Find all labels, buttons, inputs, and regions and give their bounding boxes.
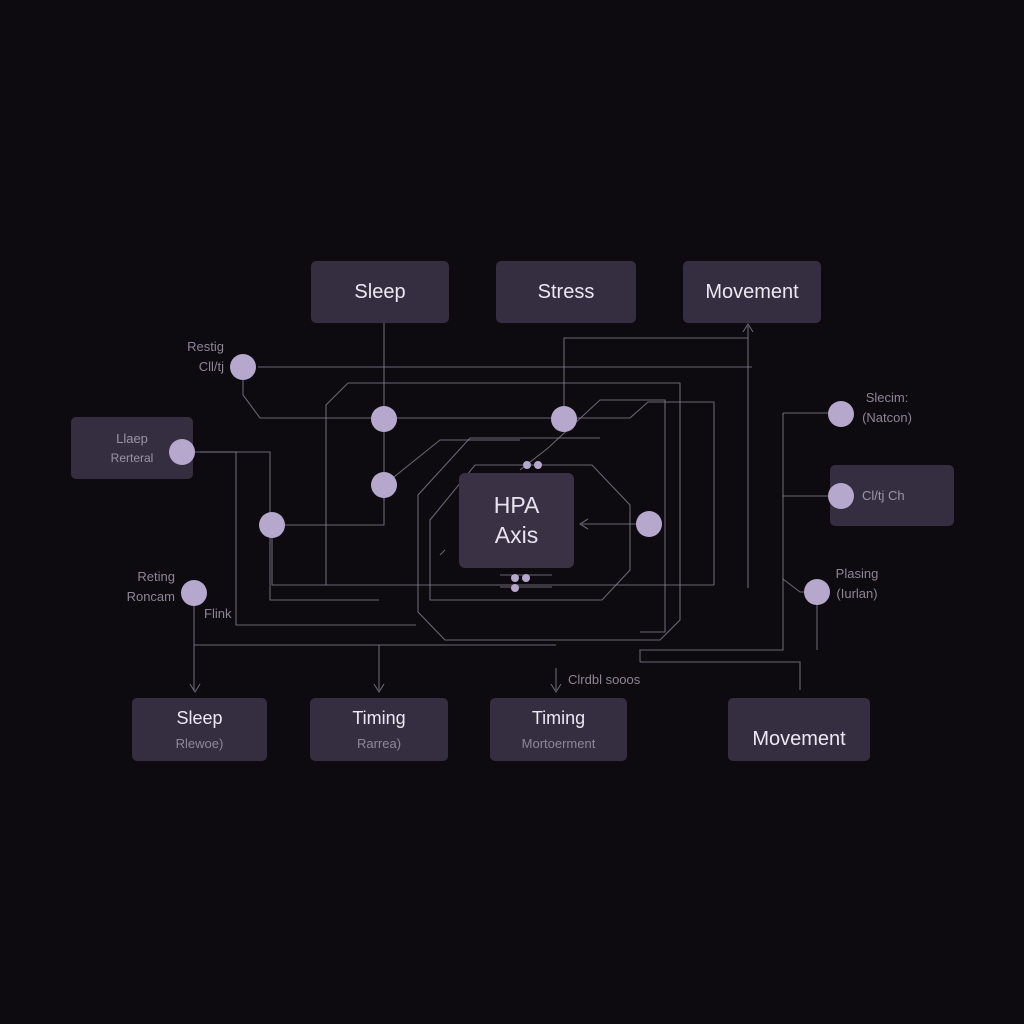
node-right-top [828,401,854,427]
label-top-right-1: Slecim: [865,390,909,405]
wire-mid-node [383,439,520,486]
node-reting [181,580,207,606]
box-movement-top-label: Movement [705,281,799,303]
wire-outer-loop-1 [325,382,681,641]
box-timing-bottom-1-title: Timing [352,708,406,729]
dot-hpa-top-2 [534,461,542,469]
label-flink: Flink [204,606,232,621]
node-right-mid [636,511,662,537]
box-left-line1: Llaep [116,431,148,447]
box-timing-bottom-2-title: Timing [531,708,586,729]
dot-hpa-bottom-3 [511,584,519,592]
node-left-mid [259,512,285,538]
wire-arrow-sleep [189,683,201,694]
box-timing-bottom-2-sub: Mortoerment [521,735,596,751]
box-movement-bottom-title: Movement [752,728,846,750]
box-timing-bottom-1-sub: Rarrea) [356,735,402,751]
box-sleep-bottom-title: Sleep [176,708,223,729]
node-stress-junction [551,406,577,432]
label-mid-left: Reting Roncam [105,567,175,607]
box-sleep-top: Sleep [311,261,449,323]
wire-inner-loop-2 [439,549,446,556]
wire-inner-loop-1 [429,464,631,601]
label-low-right-2: (Iurlan) [836,586,878,602]
hpa-line1: HPA [493,491,540,518]
wire-left-box-2 [200,451,379,601]
node-top-left [230,354,256,380]
box-movement-top: Movement [683,261,821,323]
label-low-right-1: Plasing [835,566,879,581]
node-right-low [804,579,830,605]
box-sleep-bottom: Sleep Rlewoe) [132,698,267,761]
label-mid-left-2: Roncam [126,589,175,605]
dot-hpa-top-1 [523,461,531,469]
box-timing-bottom-1: Timing Rarrea) [310,698,448,761]
wire-left-node-1 [242,367,384,419]
label-low-right: Plasing (Iurlan) [822,564,892,604]
wire-right-trunk [639,413,784,662]
wire-sleep-down [272,323,385,526]
label-top-right-2: (Natcon) [862,410,912,426]
box-stress-top-label: Stress [537,281,595,303]
wire-inner-loop-3 [519,399,666,633]
node-left-box [169,439,195,465]
box-sleep-bottom-sub: Rlewoe) [175,735,224,751]
node-mid-upper [371,472,397,498]
label-mid-left-1: Reting [137,569,175,584]
node-sleep-junction [371,406,397,432]
box-left-line2: Rerteral [110,450,154,465]
wire-middle-h-2 [564,401,715,585]
box-right-label: Cl/tj Ch [862,487,905,503]
wire-bottom-right [640,661,801,690]
label-top-left-2: Cll/tj [198,359,224,375]
node-right-box [828,483,854,509]
dot-hpa-bottom-1 [511,574,519,582]
label-top-left: Restig Cll/tj [160,337,224,377]
wire-arrow-hpa [578,518,589,530]
box-sleep-top-label: Sleep [354,281,406,303]
wire-arrow-timing-1 [373,683,385,694]
box-timing-bottom-2: Timing Mortoerment [490,698,627,761]
wire-arrow-movement [742,322,754,333]
dot-hpa-bottom-2 [522,574,530,582]
label-top-left-1: Restig [187,339,224,354]
box-movement-bottom: Movement [728,698,870,761]
label-top-right: Slecim: (Natcon) [852,388,922,428]
hpa-line2: Axis [494,521,539,548]
wire-stress-down [563,337,749,588]
wire-outer-loop-2 [271,525,714,586]
label-bottom-mid: Clrdbl sooos [568,672,641,687]
wire-arrow-timing-2 [550,683,562,694]
hpa-axis-box: HPA Axis [459,473,574,568]
box-stress-top: Stress [496,261,636,323]
